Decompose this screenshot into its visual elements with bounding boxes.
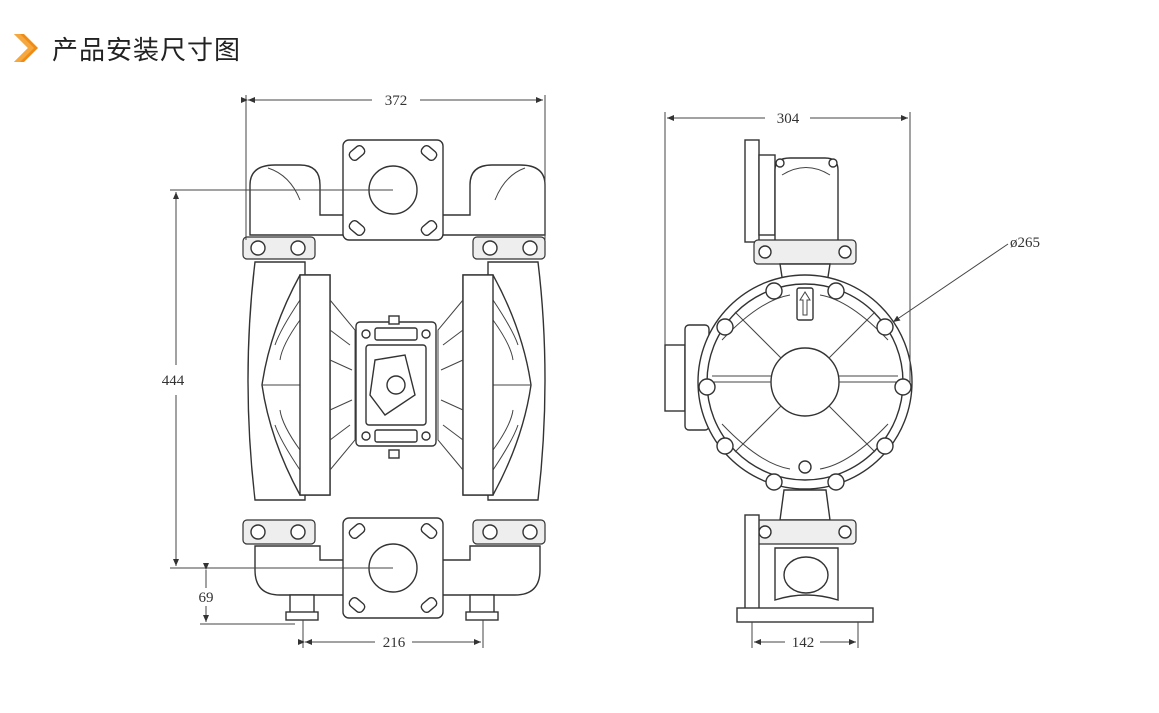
side-width-dimension: 304 xyxy=(777,111,800,127)
side-view-pump xyxy=(664,139,913,623)
diameter-dimension: ø265 xyxy=(1010,235,1040,251)
page-title: 产品安装尺寸图 xyxy=(52,35,242,66)
chevron-right-icon xyxy=(14,34,38,62)
front-width-dimension: 372 xyxy=(385,93,408,109)
base-span-dimension: 216 xyxy=(383,635,406,651)
side-view-dimensions: 304 ø265 142 xyxy=(664,111,1040,651)
front-view-pump xyxy=(242,139,546,621)
front-height-dimension: 444 xyxy=(162,373,185,389)
base-height-dimension: 69 xyxy=(199,590,214,606)
side-base-dimension: 142 xyxy=(792,635,815,651)
page-header: 产品安装尺寸图 xyxy=(14,28,241,68)
front-view-dimensions: 372 444 69 216 xyxy=(162,93,546,651)
